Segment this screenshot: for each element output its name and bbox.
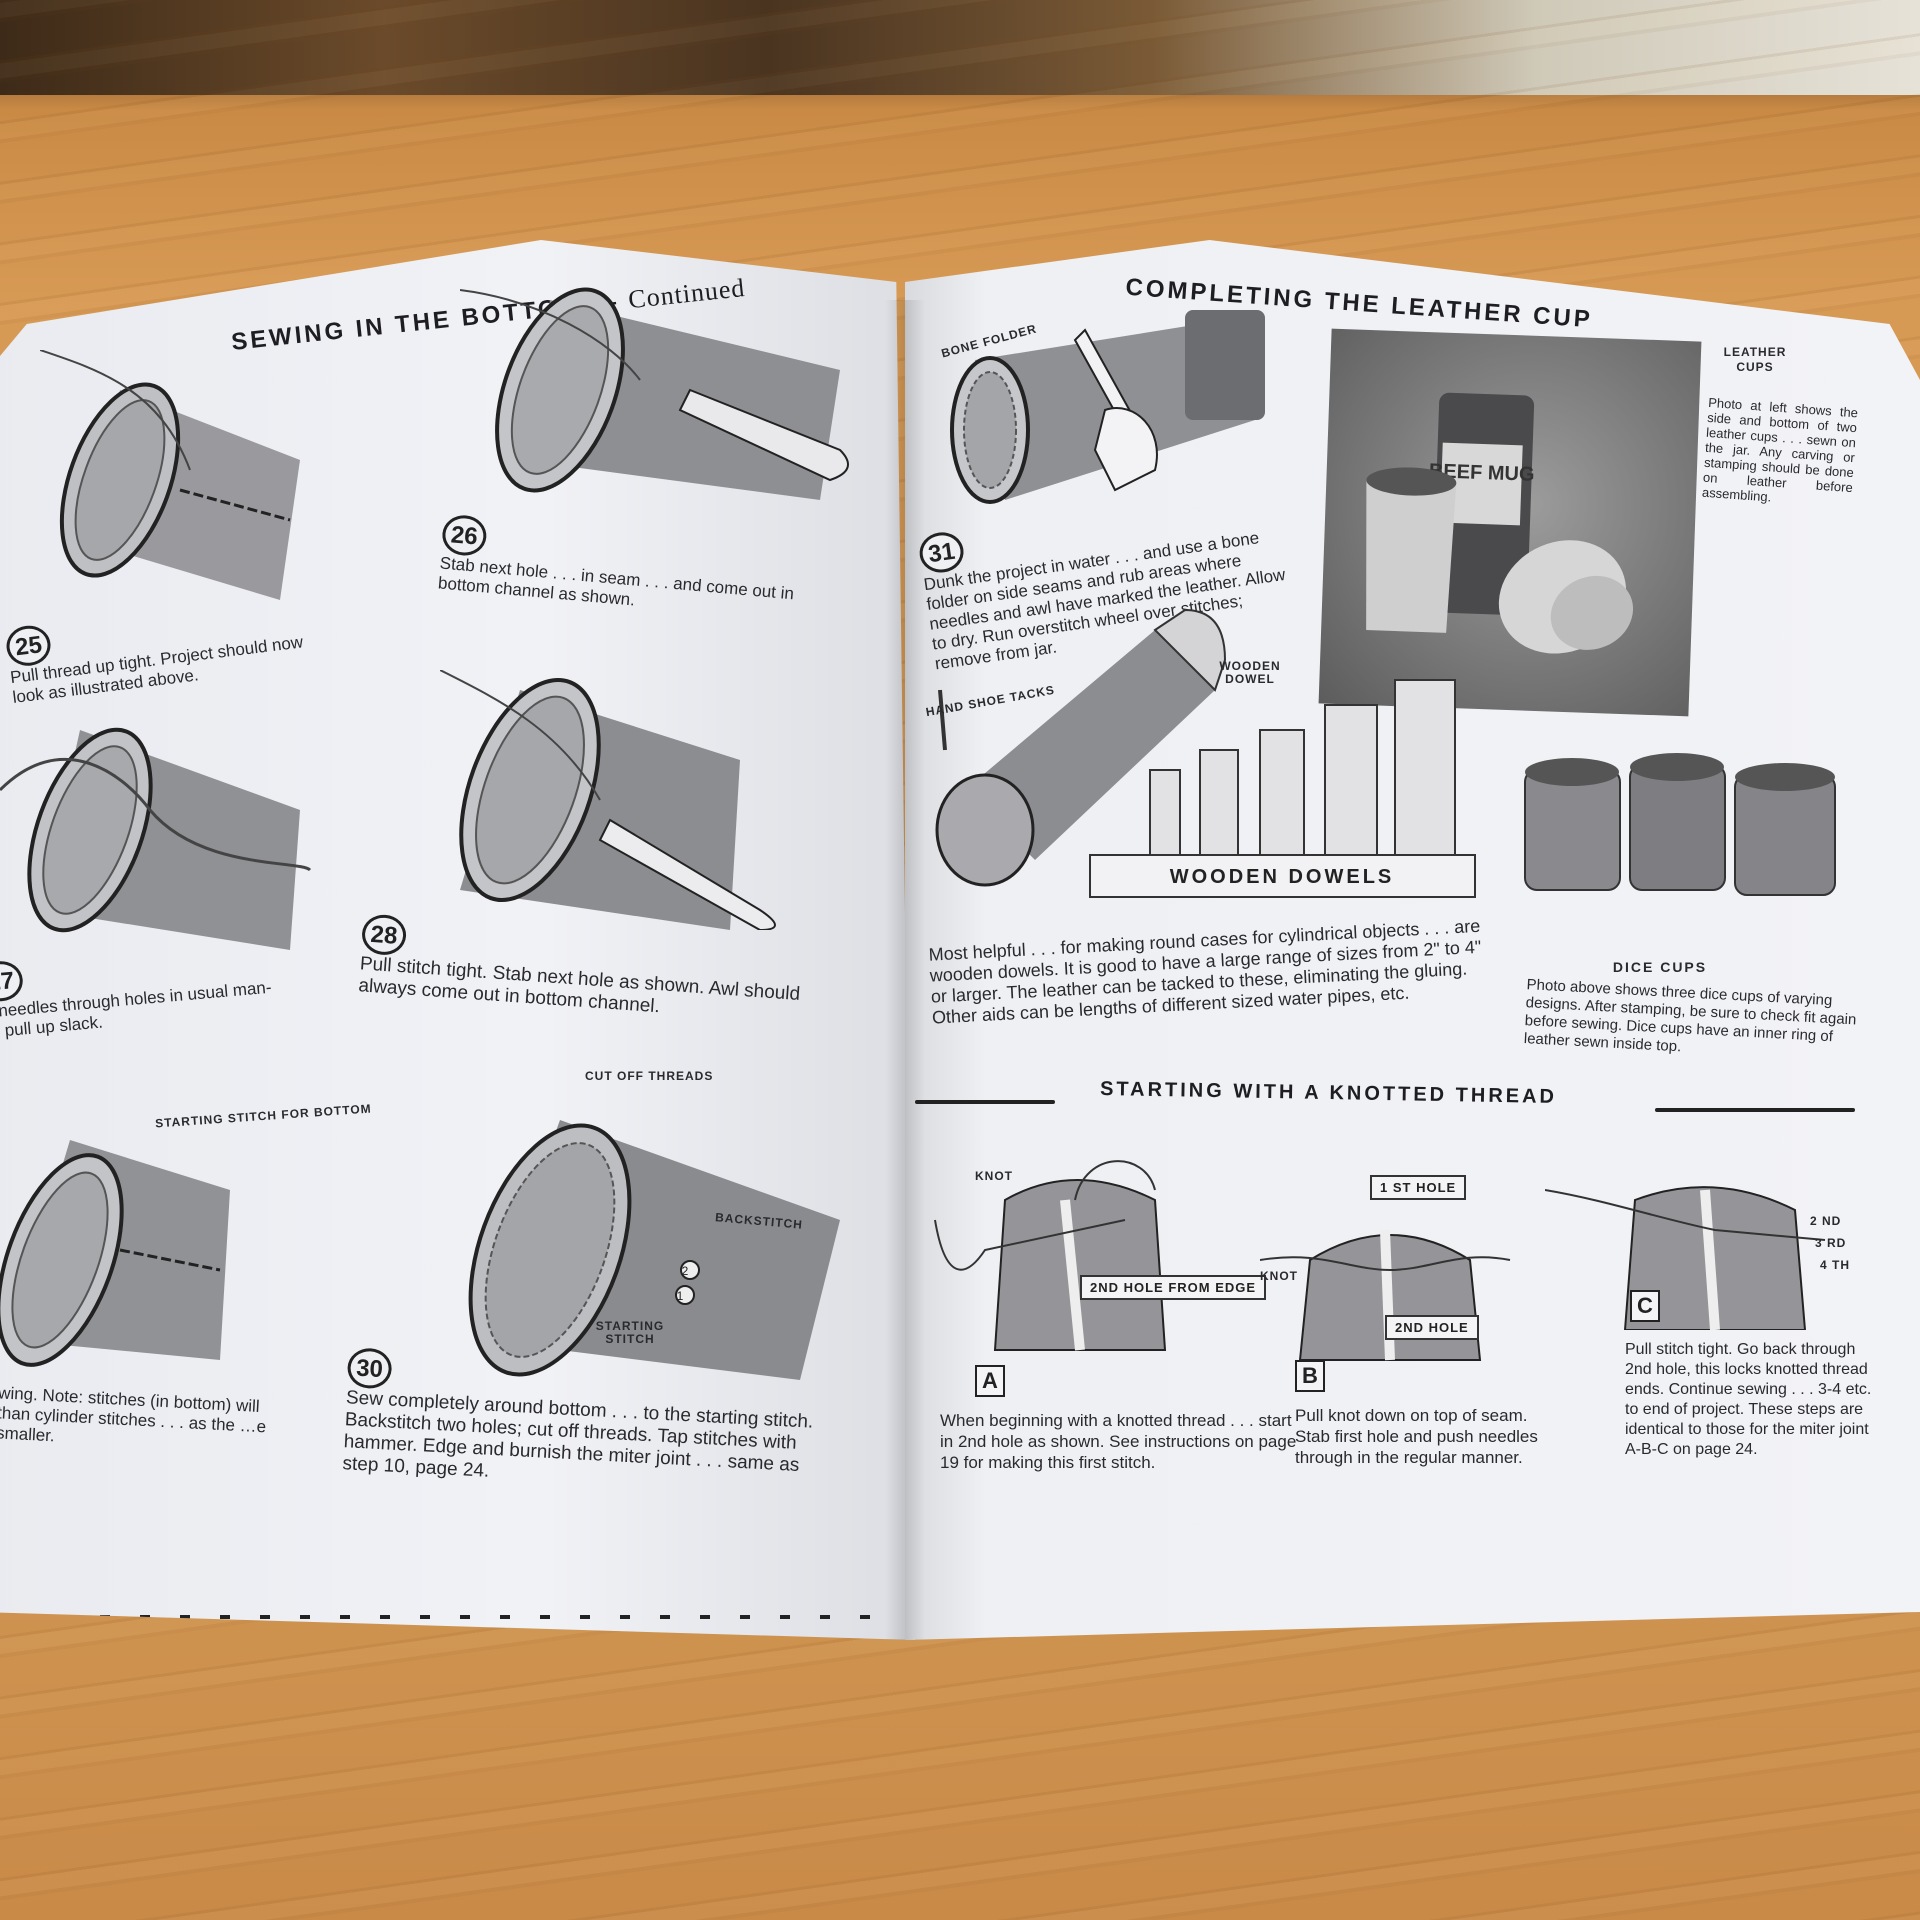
left-page: SEWING IN THE BOTTOM — Continued 25 Pull… [0,240,915,1640]
panel-c-caption: Pull stitch tight. Go back through 2nd h… [1625,1341,1872,1458]
illustration-step-30: 2 1 [468,1120,840,1380]
step-29: …wing. Note: stitches (in bottom) will …… [0,1382,271,1457]
step-caption: Stab next hole . . . in seam . . . and c… [437,553,795,610]
illustration-step-27 [0,727,312,950]
knotted-section-heading: STARTING WITH A KNOTTED THREAD [1099,1078,1558,1108]
panel-a-caption: When beginning with a knotted thread . .… [940,1411,1297,1472]
marker-1: 1 [677,1289,684,1303]
dice-cups-caption: Photo above shows three dice cups of var… [1523,976,1857,1056]
panel-letter-b: B [1295,1360,1325,1392]
step-caption: …wing. Note: stitches (in bottom) will …… [0,1382,267,1446]
photo-content: BEEF MUG [1366,392,1634,654]
label-cut-off-threads: CUT OFF THREADS [585,1069,714,1083]
panel-letter-a: A [975,1365,1005,1397]
label-knot-b: KNOT [1260,1269,1298,1283]
leather-cups-title: LEATHER CUPS [1723,345,1787,374]
label-1st-hole: 1 ST HOLE [1370,1175,1467,1200]
step-number: 30 [346,1347,393,1390]
label-wooden-dowel: WOODEN DOWEL [1219,659,1281,686]
photo-leather-cups: BEEF MUG [1318,328,1702,717]
step-30: 30 Sew completely around bottom . . . to… [342,1347,838,1500]
open-booklet: SEWING IN THE BOTTOM — Continued 25 Pull… [0,240,1920,1640]
illustration-step-26 [460,287,849,500]
label-4th: 4 TH [1820,1258,1851,1272]
dowels-caption: Most helpful . . . for making round case… [928,915,1482,1028]
illustration-step-29 [0,1140,230,1367]
label-3rd: 3 RD [1815,1236,1847,1250]
panel-letter-c: C [1630,1290,1660,1322]
step-number: 26 [440,513,489,558]
step-number: 25 [4,623,53,669]
step-number: 28 [360,913,408,957]
label-starting-stitch: STARTING STITCH [595,1319,665,1346]
background-wall [0,0,1920,95]
step-caption: Pull thread up tight. Project should now… [9,632,305,707]
step-caption: …needles through holes in usual man- … p… [0,977,273,1042]
divider-left [915,1100,1055,1104]
label-2nd-hole-from-edge: 2ND HOLE FROM EDGE [1080,1275,1267,1300]
label-knot-a: KNOT [975,1169,1013,1183]
wooden-dowels-sign: WOODEN DOWELS [1170,866,1395,888]
step-number: 27 [0,959,25,1004]
step-28: 28 Pull stitch tight. Stab next hole as … [358,913,843,1030]
illustration-step-28 [440,670,776,930]
label-2nd-hole: 2ND HOLE [1385,1315,1479,1340]
illustration-step-31 [950,310,1265,504]
step-caption: Sew completely around bottom . . . to th… [342,1387,814,1482]
illustration-panel-c [1545,1186,1826,1330]
illustration-dice-cups [1524,753,1836,896]
leather-cups-caption: Photo at left shows the side and bottom … [1701,394,1859,505]
marker-2: 2 [682,1264,689,1278]
illustration-panel-b [1260,1229,1511,1361]
right-page: COMPLETING THE LEATHER CUP BONE FOLDER 3… [905,240,1920,1640]
illustration-step-25 [40,350,300,600]
step-26: 26 Stab next hole . . . in seam . . . an… [437,513,823,627]
label-2nd: 2 ND [1810,1214,1842,1228]
panel-b-caption: Pull knot down on top of seam. Stab firs… [1295,1406,1538,1467]
step-caption: Pull stitch tight. Stab next hole as sho… [357,953,801,1018]
divider-right [1655,1108,1855,1112]
illustration-wooden-dowels: WOODEN DOWELS [935,608,1476,898]
step-25: 25 Pull thread up tight. Project should … [4,592,312,708]
illustration-panel-a [934,1160,1167,1351]
page-edge-marks [20,1615,900,1619]
dice-cups-title: DICE CUPS [1612,959,1708,975]
book-gutter [885,300,925,1640]
step-27: 27 …needles through holes in usual man- … [0,937,283,1043]
